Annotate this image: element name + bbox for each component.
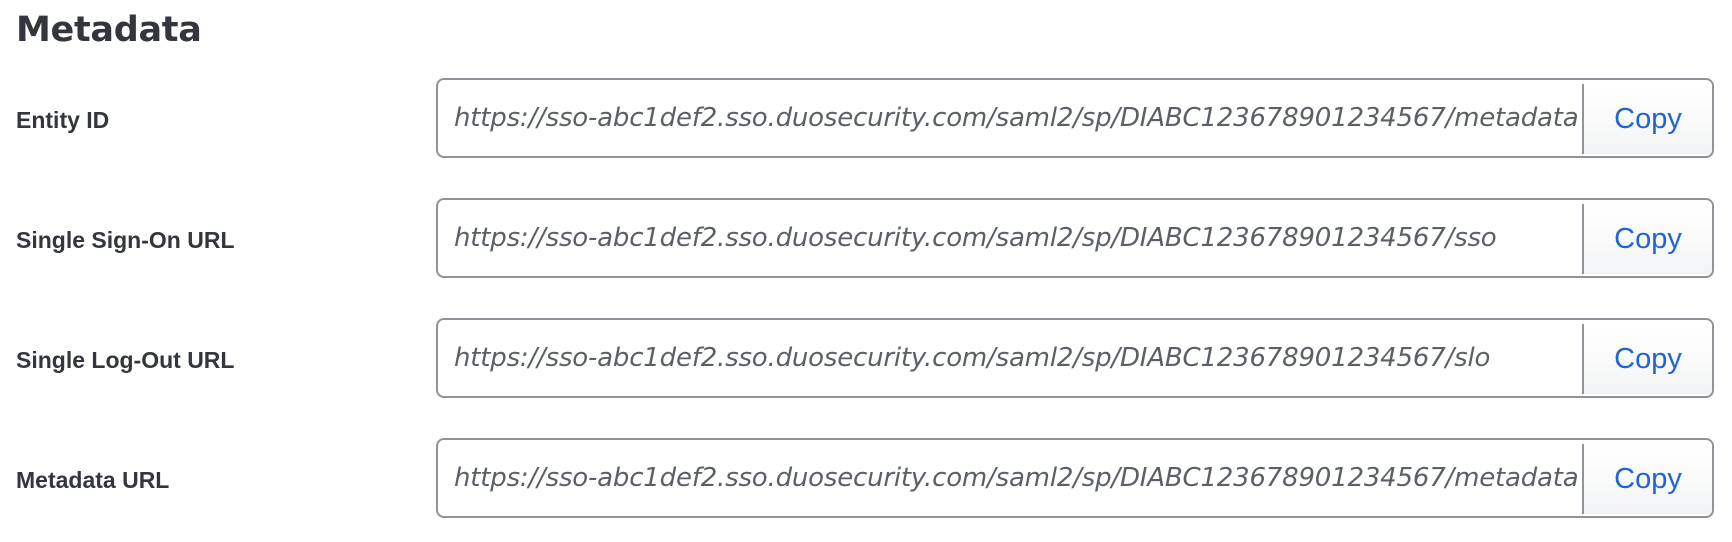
metadata-url-label: Metadata URL bbox=[16, 467, 170, 493]
single-sign-on-url-field-group: Copy bbox=[436, 198, 1714, 278]
single-log-out-url-row: Single Log-Out URL Copy bbox=[16, 318, 1716, 402]
section-title: Metadata bbox=[16, 10, 202, 50]
single-sign-on-url-input[interactable] bbox=[438, 200, 1586, 276]
single-sign-on-url-label: Single Sign-On URL bbox=[16, 227, 235, 253]
metadata-url-input[interactable] bbox=[438, 440, 1586, 516]
entity-id-input[interactable] bbox=[438, 80, 1586, 156]
entity-id-copy-button[interactable]: Copy bbox=[1582, 84, 1712, 154]
entity-id-row: Entity ID Copy bbox=[16, 78, 1716, 162]
entity-id-field-group: Copy bbox=[436, 78, 1714, 158]
single-log-out-url-field-group: Copy bbox=[436, 318, 1714, 398]
single-log-out-url-input[interactable] bbox=[438, 320, 1586, 396]
metadata-url-copy-button[interactable]: Copy bbox=[1582, 444, 1712, 514]
single-sign-on-url-copy-button[interactable]: Copy bbox=[1582, 204, 1712, 274]
entity-id-label: Entity ID bbox=[16, 107, 110, 133]
metadata-url-field-group: Copy bbox=[436, 438, 1714, 518]
single-log-out-url-copy-button[interactable]: Copy bbox=[1582, 324, 1712, 394]
single-log-out-url-label: Single Log-Out URL bbox=[16, 347, 235, 373]
metadata-url-row: Metadata URL Copy bbox=[16, 438, 1716, 522]
single-sign-on-url-row: Single Sign-On URL Copy bbox=[16, 198, 1716, 282]
